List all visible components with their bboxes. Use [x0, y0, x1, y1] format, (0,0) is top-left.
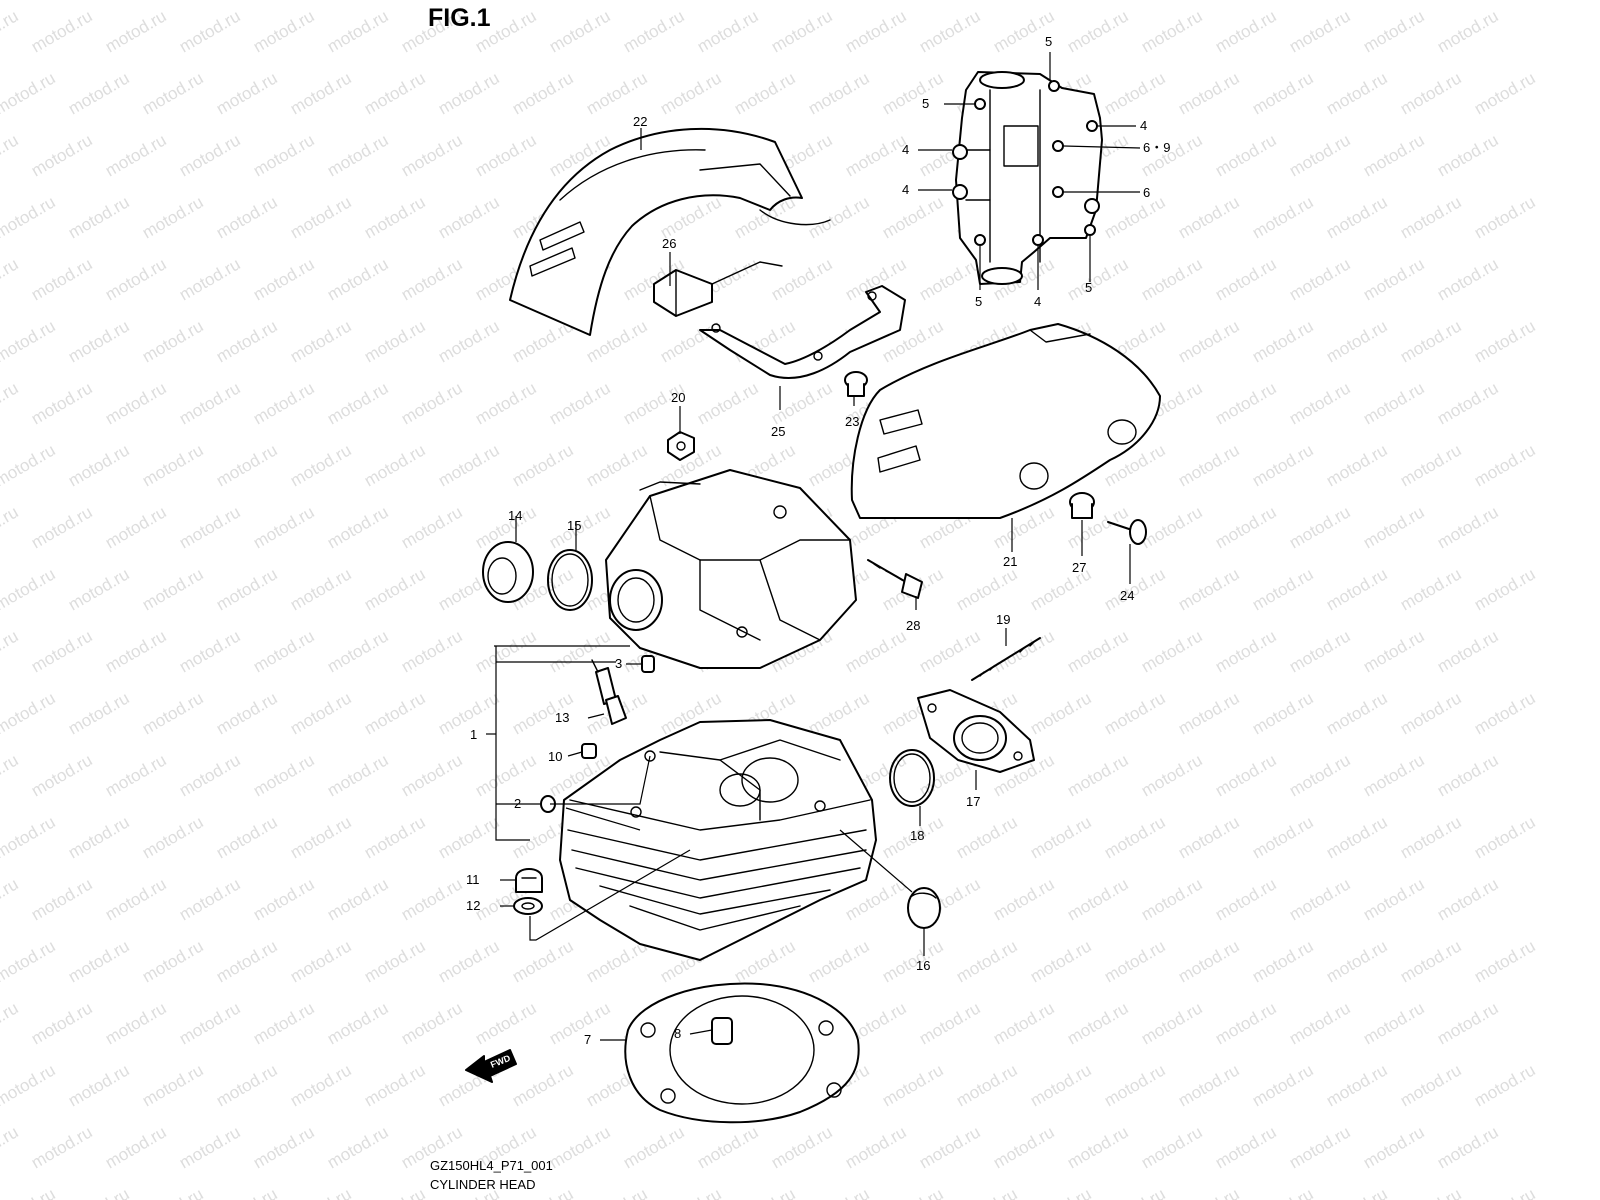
callout-20: 20 [671, 390, 685, 405]
part-26-bracket [653, 261, 783, 317]
part-15-o-ring [547, 549, 593, 611]
callout-18: 18 [910, 828, 924, 843]
callout-10: 10 [548, 749, 562, 764]
part-21-side-cover [850, 323, 1161, 519]
part-28-bolt [867, 559, 923, 599]
callout-19: 19 [996, 612, 1010, 627]
callout-5-left: 5 [922, 96, 929, 111]
part-16-plug [907, 887, 941, 929]
part-1-camshaft-housing [605, 469, 857, 669]
callout-26: 26 [662, 236, 676, 251]
part-25-frame [699, 285, 906, 379]
callout-5-bottom-right: 5 [1085, 280, 1092, 295]
figure-title: FIG.1 [428, 4, 491, 32]
callout-3: 3 [615, 656, 622, 671]
part-27-grommet [1069, 492, 1095, 519]
part-20-nut [667, 431, 695, 461]
callout-6-9: 6・9 [1143, 140, 1170, 155]
part-cylinder-head [559, 719, 877, 961]
part-22-front-cover [509, 127, 831, 336]
callout-16: 16 [916, 958, 930, 973]
part-14-cap [482, 541, 534, 603]
callout-4-left-lower: 4 [902, 182, 909, 197]
callout-28: 28 [906, 618, 920, 633]
callout-23: 23 [845, 414, 859, 429]
callout-labels: 22 26 25 23 20 21 27 24 14 15 28 19 3 13… [466, 34, 1170, 1047]
part-19-stud [971, 637, 1041, 681]
callout-12: 12 [466, 898, 480, 913]
callout-7: 7 [584, 1032, 591, 1047]
part-23-grommet [844, 371, 868, 397]
part-3-dowel [641, 655, 655, 673]
part-cylinder-head-cover [952, 71, 1103, 285]
callout-5-bottom-left: 5 [975, 294, 982, 309]
callout-8: 8 [674, 1026, 681, 1041]
drawing-code: GZ150HL4_P71_001 [430, 1158, 553, 1173]
figure-caption: CYLINDER HEAD [430, 1177, 536, 1192]
fwd-arrow-icon: FWD [465, 1049, 517, 1083]
callout-4-bottom: 4 [1034, 294, 1041, 309]
part-24-bolt [1107, 519, 1147, 545]
callout-1: 1 [470, 727, 477, 742]
callout-17: 17 [966, 794, 980, 809]
callout-14: 14 [508, 508, 522, 523]
callout-2: 2 [514, 796, 521, 811]
callout-25: 25 [771, 424, 785, 439]
callout-22: 22 [633, 114, 647, 129]
part-8-dowel [711, 1017, 733, 1045]
callout-24: 24 [1120, 588, 1134, 603]
part-11-cap-nut [515, 868, 543, 893]
callout-21: 21 [1003, 554, 1017, 569]
callout-13: 13 [555, 710, 569, 725]
callout-5-top: 5 [1045, 34, 1052, 49]
part-18-o-ring [889, 749, 935, 807]
part-10-dowel [581, 743, 597, 759]
leader-lines [486, 52, 1141, 1041]
part-13-spark-plug [591, 659, 627, 725]
callout-4-right-top: 4 [1140, 118, 1147, 133]
callout-11: 11 [466, 872, 480, 887]
callout-6: 6 [1143, 185, 1150, 200]
part-17-intake-pipe [917, 689, 1035, 773]
callout-4-left-upper: 4 [902, 142, 909, 157]
figure-footer: GZ150HL4_P71_001 CYLINDER HEAD [430, 1156, 553, 1194]
part-12-washer [513, 897, 543, 915]
callout-15: 15 [567, 518, 581, 533]
callout-27: 27 [1072, 560, 1086, 575]
part-7-gasket [624, 982, 860, 1124]
